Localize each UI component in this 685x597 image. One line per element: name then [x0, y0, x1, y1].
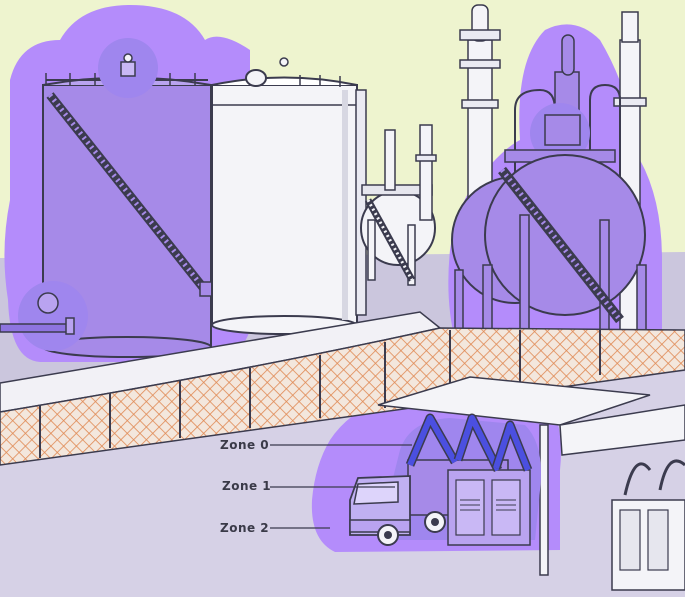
zone-1-valve — [0, 281, 88, 351]
spherical-tank-small — [360, 184, 436, 286]
zone-2-label: Zone 2 — [220, 521, 270, 535]
storage-tank-white — [211, 57, 367, 335]
zone-0-label: Zone 0 — [220, 438, 270, 452]
loading-station-right — [611, 459, 685, 591]
zone-1-label: Zone 1 — [222, 479, 272, 493]
loading-arm-icon — [405, 413, 533, 473]
loading-canopy — [377, 376, 685, 576]
retaining-wall — [0, 311, 685, 466]
zone-1-vent-top — [98, 38, 158, 98]
refinery-tower-small — [384, 124, 437, 221]
zone-label-leaders — [270, 444, 412, 529]
spherical-tank-front — [454, 154, 647, 336]
loading-cabinet — [447, 469, 531, 546]
